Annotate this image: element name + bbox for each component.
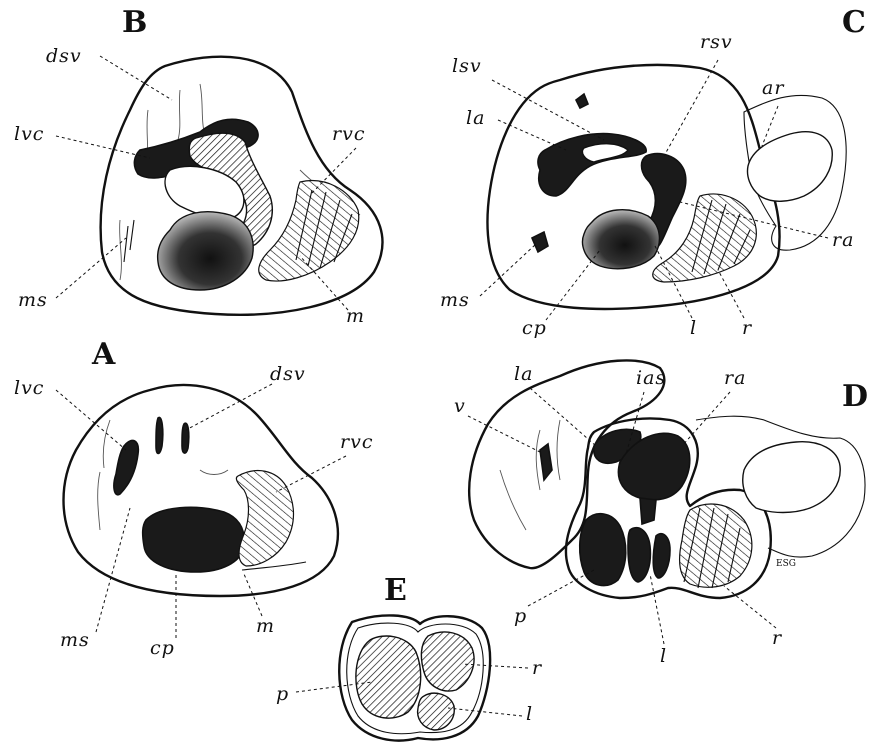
label-b-m: m — [346, 305, 365, 327]
label-e-l: l — [526, 703, 533, 725]
panel-c: C lsv rsv ar la ra ms cp l r — [440, 5, 866, 339]
panel-d-pulmonary — [580, 514, 626, 586]
label-a-ms: ms — [60, 629, 90, 651]
label-c-lsv: lsv — [452, 55, 482, 77]
panel-c-letter: C — [842, 5, 866, 40]
panel-d-letter: D — [842, 379, 868, 414]
label-c-cp: cp — [522, 317, 547, 339]
label-a-rvc: rvc — [340, 431, 373, 453]
label-b-rvc: rvc — [332, 123, 365, 145]
label-d-ias: ias — [636, 367, 666, 389]
panel-e-right-lumen — [421, 632, 474, 691]
panel-e-left-lumen — [418, 693, 455, 730]
panel-d: D ESG la v ias ra p l r — [454, 360, 868, 667]
panel-a-cavity — [143, 507, 245, 572]
label-d-la: la — [514, 363, 533, 385]
panel-e-pulmonary — [356, 636, 421, 718]
panel-e-letter: E — [384, 573, 407, 608]
label-d-v: v — [454, 395, 466, 417]
panel-a-right-chamber — [236, 471, 293, 566]
panel-d-right-ventricle — [680, 504, 752, 587]
label-c-r: r — [742, 317, 753, 339]
panel-b: B dsv lvc rvc ms m — [14, 5, 382, 327]
label-a-m: m — [256, 615, 275, 637]
panel-b-right-chamber — [259, 181, 359, 281]
panel-b-left-ventricle — [158, 212, 254, 290]
label-d-p: p — [514, 605, 527, 627]
label-a-lvc: lvc — [14, 377, 44, 399]
label-a-dsv: dsv — [270, 363, 306, 385]
panel-b-letter: B — [122, 5, 147, 40]
panel-d-signature: ESG — [776, 559, 796, 569]
panel-c-left-atrium — [538, 134, 646, 196]
label-d-ra: ra — [724, 367, 746, 389]
label-c-l: l — [690, 317, 697, 339]
panel-c-left-ventricle — [583, 210, 660, 269]
label-c-rsv: rsv — [700, 31, 733, 53]
label-d-r: r — [772, 627, 783, 649]
panel-e: E p r l — [276, 573, 543, 741]
label-d-l: l — [660, 645, 667, 667]
label-a-cp: cp — [150, 637, 175, 659]
label-b-lvc: lvc — [14, 123, 44, 145]
label-c-ra: ra — [832, 229, 854, 251]
label-b-ms: ms — [18, 289, 48, 311]
panel-a-left-vein — [114, 440, 138, 494]
label-c-ar: ar — [762, 77, 785, 99]
panel-a: A lvc dsv rvc ms cp m — [14, 337, 373, 659]
label-b-dsv: dsv — [46, 45, 82, 67]
label-e-p: p — [276, 683, 289, 705]
label-c-la: la — [466, 107, 485, 129]
label-e-r: r — [532, 657, 543, 679]
panel-a-letter: A — [91, 337, 116, 372]
label-c-ms: ms — [440, 289, 470, 311]
